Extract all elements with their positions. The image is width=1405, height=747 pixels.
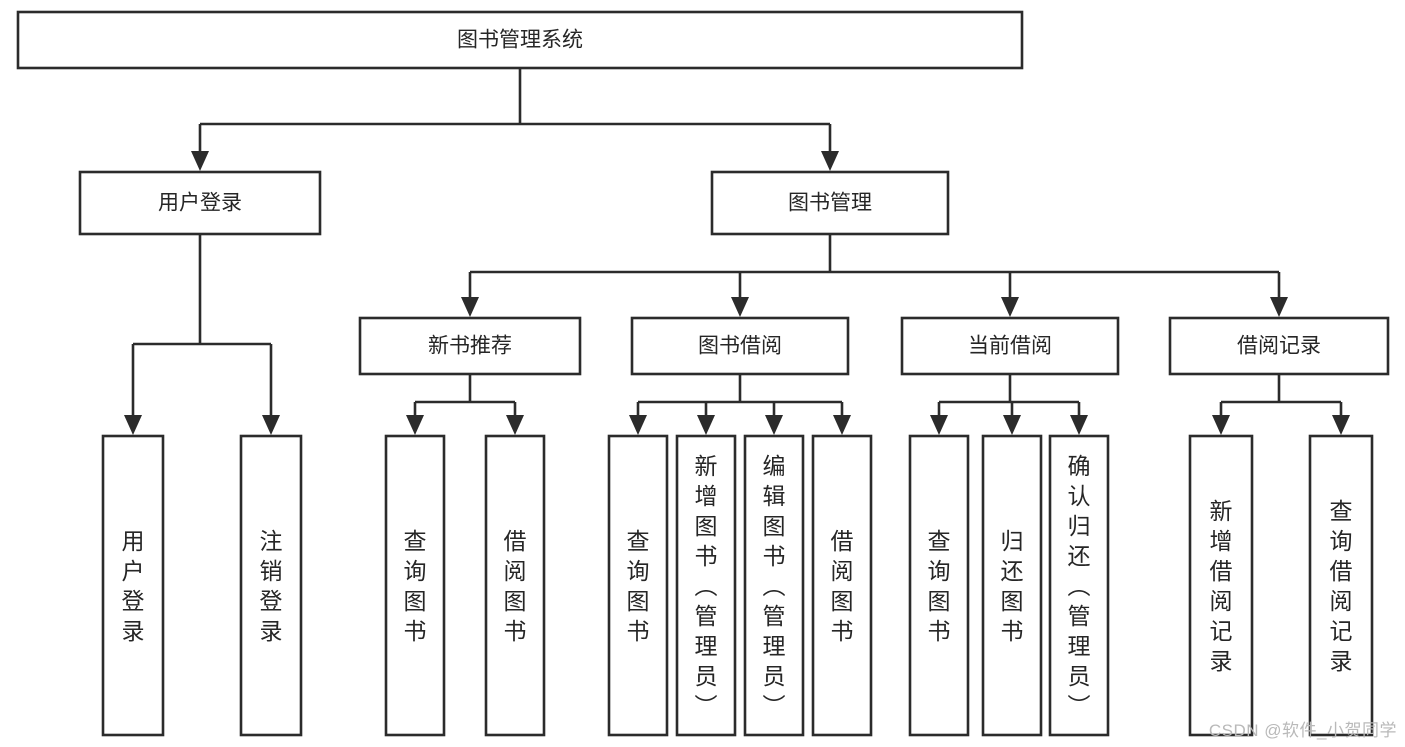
node-label: 当前借阅 [968, 335, 1052, 358]
node-leaf-3[interactable]: 借阅图书 [484, 434, 546, 737]
node-box[interactable] [811, 434, 873, 737]
node-leaf-11[interactable]: 新增借阅记录 [1188, 434, 1254, 737]
node-label: 查询图书 [404, 528, 427, 644]
node-label: 新增图书︵管理员︶ [695, 453, 718, 719]
node-label: 图书管理 [788, 192, 872, 215]
node-box[interactable] [908, 434, 970, 737]
arrow-head-icon [406, 415, 424, 435]
node-box[interactable] [900, 316, 1120, 376]
node-box[interactable] [1048, 434, 1110, 737]
node-box[interactable] [484, 434, 546, 737]
node-box[interactable] [384, 434, 446, 737]
node-level3-借阅记录-3[interactable]: 借阅记录 [1168, 316, 1390, 376]
node-leaf-2[interactable]: 查询图书 [384, 434, 446, 737]
node-leaf-10[interactable]: 确认归还︵管理员︶ [1048, 434, 1110, 737]
arrow-head-icon [191, 151, 209, 171]
node-box[interactable] [358, 316, 582, 376]
node-label: 查询借阅记录 [1330, 498, 1353, 674]
node-label: 查询图书 [928, 528, 951, 644]
arrow-head-icon [1001, 297, 1019, 317]
node-leaf-6[interactable]: 编辑图书︵管理员︶ [743, 434, 805, 737]
node-level3-新书推荐-0[interactable]: 新书推荐 [358, 316, 582, 376]
node-box[interactable] [1168, 316, 1390, 376]
arrow-head-icon [1003, 415, 1021, 435]
node-label: 图书管理系统 [457, 29, 583, 52]
node-box[interactable] [743, 434, 805, 737]
node-box[interactable] [101, 434, 165, 737]
node-label: 用户登录 [158, 192, 242, 215]
node-root-0[interactable]: 图书管理系统 [16, 10, 1024, 70]
node-level3-当前借阅-2[interactable]: 当前借阅 [900, 316, 1120, 376]
node-label: 借阅图书 [504, 528, 527, 644]
arrow-head-icon [697, 415, 715, 435]
node-label: 用户登录 [122, 528, 145, 644]
node-label: 图书借阅 [698, 335, 782, 358]
arrow-head-icon [731, 297, 749, 317]
connector-lines [124, 68, 1350, 435]
arrow-head-icon [629, 415, 647, 435]
node-box[interactable] [710, 170, 950, 236]
node-level2-用户登录-0[interactable]: 用户登录 [78, 170, 322, 236]
node-box[interactable] [675, 434, 737, 737]
node-leaf-8[interactable]: 查询图书 [908, 434, 970, 737]
node-leaf-1[interactable]: 注销登录 [239, 434, 303, 737]
node-box[interactable] [1308, 434, 1374, 737]
node-label: 确认归还︵管理员︶ [1068, 453, 1091, 719]
node-label: 归还图书 [1001, 528, 1024, 644]
arrow-head-icon [1332, 415, 1350, 435]
node-leaf-9[interactable]: 归还图书 [981, 434, 1043, 737]
arrow-head-icon [1212, 415, 1230, 435]
node-label: 查询图书 [627, 528, 650, 644]
arrow-head-icon [506, 415, 524, 435]
node-box[interactable] [78, 170, 322, 236]
node-label: 借阅记录 [1237, 335, 1321, 358]
node-box[interactable] [630, 316, 850, 376]
arrow-head-icon [262, 415, 280, 435]
node-box[interactable] [1188, 434, 1254, 737]
diagram-nodes: 图书管理系统用户登录图书管理新书推荐图书借阅当前借阅借阅记录用户登录注销登录查询… [16, 10, 1390, 737]
node-leaf-12[interactable]: 查询借阅记录 [1308, 434, 1374, 737]
node-box[interactable] [239, 434, 303, 737]
arrow-head-icon [821, 151, 839, 171]
node-leaf-0[interactable]: 用户登录 [101, 434, 165, 737]
node-box[interactable] [981, 434, 1043, 737]
node-label: 借阅图书 [831, 528, 854, 644]
node-label: 新书推荐 [428, 335, 512, 358]
node-level2-图书管理-1[interactable]: 图书管理 [710, 170, 950, 236]
node-box[interactable] [16, 10, 1024, 70]
arrow-head-icon [461, 297, 479, 317]
node-label: 注销登录 [260, 528, 283, 644]
node-label: 编辑图书︵管理员︶ [763, 453, 786, 719]
node-leaf-4[interactable]: 查询图书 [607, 434, 669, 737]
arrow-head-icon [833, 415, 851, 435]
node-level3-图书借阅-1[interactable]: 图书借阅 [630, 316, 850, 376]
arrow-head-icon [1270, 297, 1288, 317]
arrow-head-icon [124, 415, 142, 435]
arrow-head-icon [765, 415, 783, 435]
node-leaf-5[interactable]: 新增图书︵管理员︶ [675, 434, 737, 737]
arrow-head-icon [930, 415, 948, 435]
node-box[interactable] [607, 434, 669, 737]
node-label: 新增借阅记录 [1210, 498, 1233, 674]
node-leaf-7[interactable]: 借阅图书 [811, 434, 873, 737]
arrow-head-icon [1070, 415, 1088, 435]
